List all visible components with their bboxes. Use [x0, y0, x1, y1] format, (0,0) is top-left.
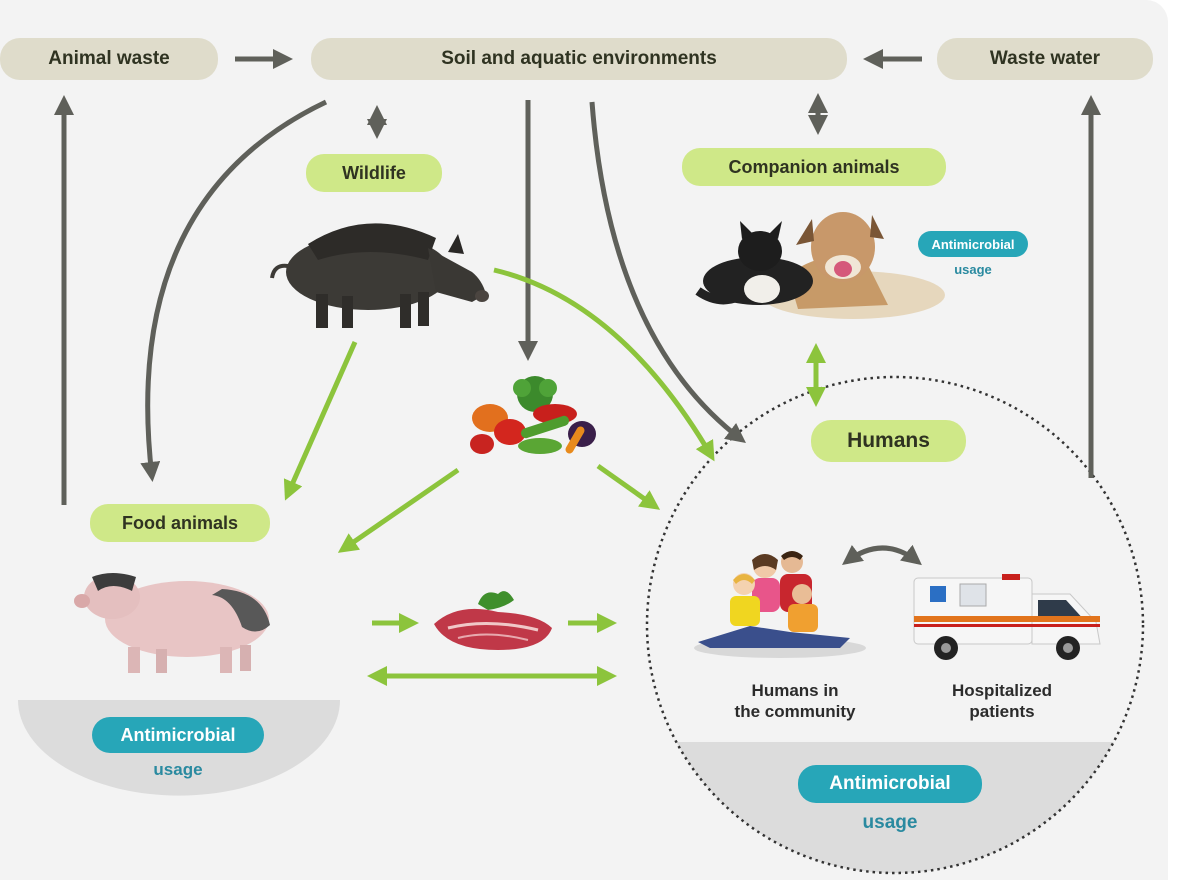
boar-icon	[270, 223, 489, 328]
node-food-animals: Food animals	[90, 504, 270, 542]
cat-dog-icon	[695, 212, 945, 319]
usage-label-food: usage	[153, 760, 203, 779]
arrow-vegetables-to-humans	[596, 463, 661, 510]
arrow-soil-to-humans	[589, 101, 746, 444]
node-humans: Humans	[811, 420, 966, 462]
arrow-soil-to-foodanimals	[140, 99, 328, 482]
node-wildlife: Wildlife	[306, 154, 442, 192]
node-animal-waste: Animal waste	[0, 38, 218, 80]
antimicrobial-badge-humans: Antimicrobial	[798, 765, 982, 803]
node-waste-water: Waste water	[937, 38, 1153, 80]
meat-icon	[434, 591, 552, 650]
arrow-humans-internal	[842, 544, 922, 566]
ambulance-icon	[913, 574, 1101, 660]
usage-label-humans: usage	[862, 812, 918, 833]
usage-label-companion: usage	[954, 262, 992, 277]
arrow-wildlife-to-foodanimals	[283, 340, 358, 501]
pig-icon	[74, 573, 270, 673]
humans-circle	[645, 375, 1145, 875]
arrow-wildlife-to-humans	[493, 267, 715, 462]
arrow-vegetables-to-foodanimals	[337, 467, 460, 553]
node-soil-aquatic-environments: Soil and aquatic environments	[311, 38, 847, 80]
vegetables-icon	[470, 376, 596, 454]
caption-humans-community: Humans in the community	[734, 681, 856, 721]
antimicrobial-badge-food: Antimicrobial	[92, 717, 264, 753]
antimicrobial-badge-companion: Antimicrobial	[918, 231, 1028, 257]
family-icon	[694, 551, 866, 658]
caption-hospitalized-patients: Hospitalized patients	[951, 681, 1053, 721]
node-companion-animals: Companion animals	[682, 148, 946, 186]
